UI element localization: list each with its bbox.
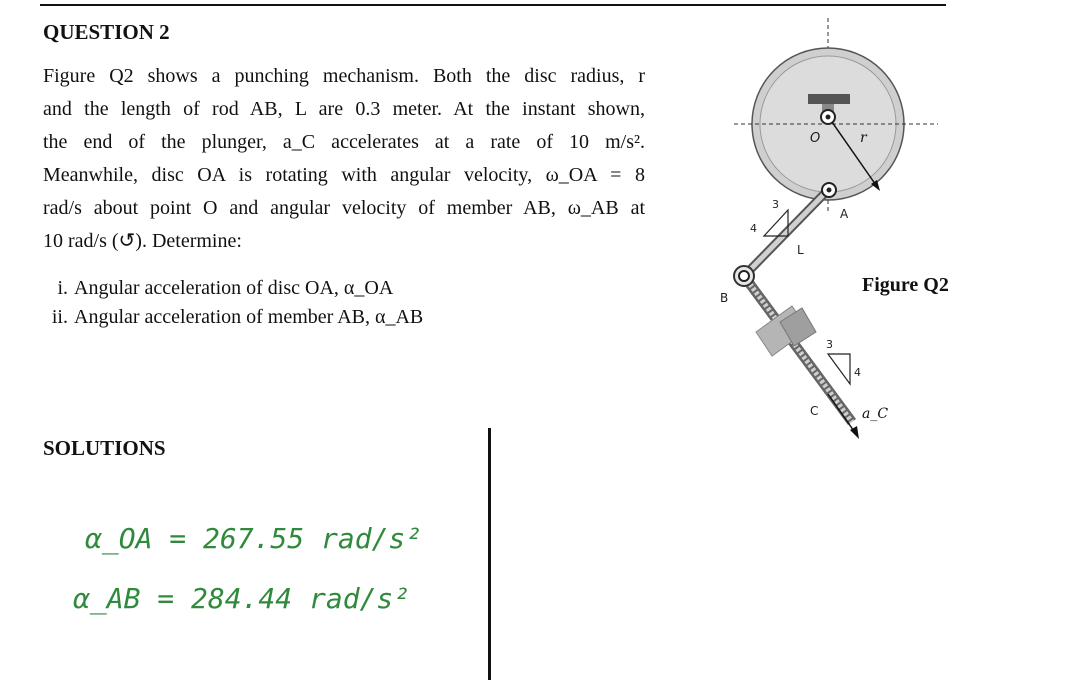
label-O: O (810, 131, 820, 146)
pin-A-center (826, 187, 832, 193)
item-number: ii. (51, 306, 68, 328)
slope-lower-b: 4 (854, 366, 861, 379)
plunger-rod-inner (741, 274, 855, 424)
accel-arrowhead (850, 426, 859, 439)
accel-arrow-line (827, 393, 857, 435)
pin-B (738, 270, 750, 282)
answer-alpha-ab: α_AB = 284.44 rad/s² (73, 582, 410, 616)
slope-upper-b: 4 (750, 222, 757, 235)
pin-support-block (808, 94, 850, 104)
slope-upper-a: 3 (772, 198, 779, 211)
question-title: QUESTION 2 (43, 20, 170, 44)
paragraph-line-5: rad/s about point O and angular velocity… (43, 197, 645, 219)
question-items: i. Angular acceleration of disc OA, α_OA… (34, 274, 423, 332)
question-item-2: ii. Angular acceleration of member AB, α… (34, 303, 423, 332)
label-ac: a_C (862, 406, 888, 422)
pin-O-center (825, 114, 831, 120)
question-paragraph: Figure Q2 shows a punching mechanism. Bo… (43, 60, 645, 258)
slope-lower-a: 3 (826, 338, 833, 351)
item-text: Angular acceleration of member AB, α_AB (74, 306, 424, 328)
label-L: L (797, 243, 804, 257)
mechanism-figure: O r A L 3 4 B 3 4 C a_C (720, 18, 938, 439)
radius-line (831, 121, 879, 189)
item-text: Angular acceleration of disc OA, α_OA (74, 277, 394, 299)
top-rule (40, 4, 946, 6)
question-item-1: i. Angular acceleration of disc OA, α_OA (34, 274, 423, 303)
figure-caption: Figure Q2 (862, 274, 949, 296)
label-A: A (840, 207, 849, 221)
paragraph-line-3: the end of the plunger, a_C accelerates … (43, 131, 645, 153)
paragraph-line-6: 10 rad/s (↺). Determine: (43, 230, 242, 252)
paragraph-line-4: Meanwhile, disc OA is rotating with angu… (43, 164, 645, 186)
label-r: r (860, 130, 868, 146)
paragraph-line-1: Figure Q2 shows a punching mechanism. Bo… (43, 65, 645, 87)
item-number: i. (57, 277, 68, 299)
handwritten-answers: α_OA = 267.55 rad/s² α_AB = 284.44 rad/s… (73, 522, 422, 616)
label-B: B (720, 291, 728, 305)
guide-block-right (779, 307, 817, 347)
divider-line (488, 428, 491, 680)
slope-triangle-lower (826, 353, 851, 386)
answer-alpha-oa: α_OA = 267.55 rad/s² (85, 522, 422, 556)
rod-AB-highlight (741, 187, 831, 279)
radius-arrowhead (871, 180, 880, 191)
solutions-heading: SOLUTIONS (43, 436, 166, 460)
paragraph-line-2: and the length of rod AB, L are 0.3 mete… (43, 98, 645, 120)
label-C: C (810, 404, 818, 418)
slope-triangle-upper (762, 208, 789, 237)
